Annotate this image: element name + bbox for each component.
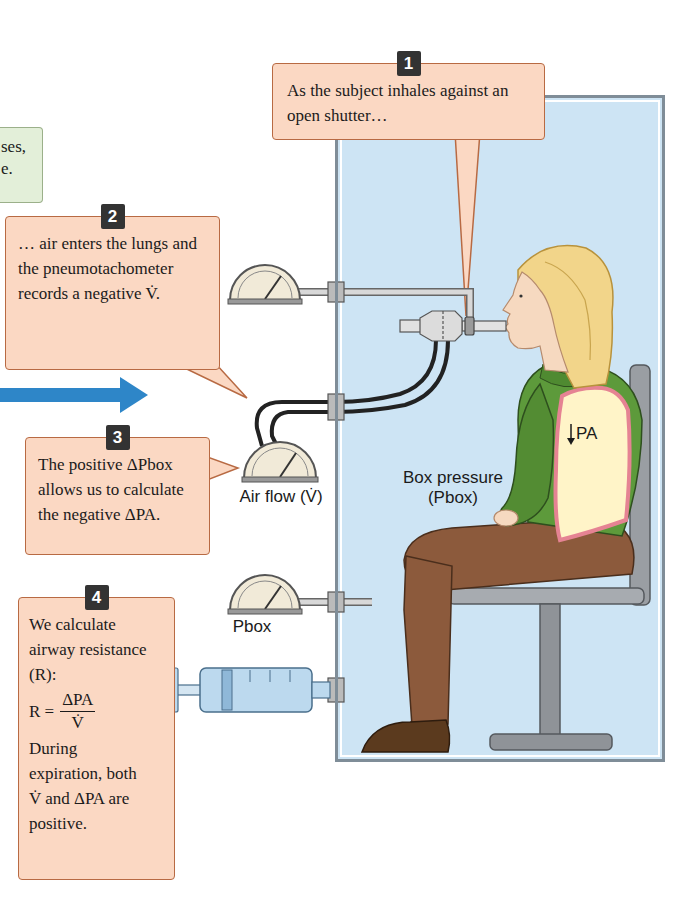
callout-number: 2 bbox=[101, 204, 125, 229]
note-box: ses, e. bbox=[0, 127, 43, 203]
arm bbox=[494, 384, 553, 526]
lung-label: PA bbox=[576, 424, 616, 444]
arm bbox=[499, 384, 553, 526]
callout-text: As the subject inhales against an open s… bbox=[287, 78, 530, 128]
pressure-gauge bbox=[228, 609, 302, 614]
callout-number: 1 bbox=[397, 51, 421, 76]
syringe bbox=[250, 670, 251, 682]
chair bbox=[540, 604, 560, 736]
formula-text: R = bbox=[29, 699, 54, 724]
syringe bbox=[200, 668, 312, 712]
gauge-label: Air flow (V̇) bbox=[238, 487, 324, 507]
flow-tubes bbox=[257, 340, 436, 446]
syringe bbox=[170, 668, 330, 712]
pneumotachometer bbox=[442, 311, 443, 341]
syringe bbox=[312, 682, 330, 698]
box-fill bbox=[335, 95, 665, 762]
flow-tubes bbox=[257, 340, 448, 446]
pneumotachometer bbox=[465, 317, 474, 335]
callout-text: We calculate airway resistance (R): bbox=[29, 612, 152, 687]
blue-arrow bbox=[0, 388, 122, 402]
pressure-gauge bbox=[242, 477, 318, 482]
callout-box: 4We calculate airway resistance (R):R =Δ… bbox=[18, 597, 175, 880]
pneumotachometer bbox=[400, 320, 422, 332]
syringe bbox=[270, 670, 271, 682]
lung bbox=[556, 388, 630, 540]
pressure-gauge bbox=[252, 448, 308, 476]
fraction: ΔPAV̇ bbox=[60, 689, 95, 734]
plethysmograph-box: Box pressure (Pbox) bbox=[335, 95, 665, 762]
pneumotachometer bbox=[420, 311, 462, 341]
box-fill bbox=[335, 95, 665, 762]
callout-number: 3 bbox=[106, 425, 130, 450]
lung bbox=[556, 388, 630, 540]
formula-denominator: V̇ bbox=[72, 712, 84, 734]
callout-box: 1As the subject inhales against an open … bbox=[272, 63, 545, 140]
formula-numerator: ΔPA bbox=[60, 689, 95, 712]
callout-text: During expiration, both V̇ and ΔPA are p… bbox=[29, 736, 152, 836]
box-label: Box pressure (Pbox) bbox=[388, 468, 518, 508]
box-fill bbox=[341, 101, 659, 756]
pressure-gauge bbox=[238, 271, 292, 298]
pressure-gauge bbox=[228, 265, 318, 614]
pressure-gauge bbox=[230, 265, 300, 300]
pressure-gauge bbox=[265, 276, 281, 299]
callout-text: … air enters the lungs and the pneumotac… bbox=[18, 231, 207, 306]
arm bbox=[494, 510, 518, 526]
chair bbox=[448, 588, 644, 604]
pressure-gauge bbox=[228, 299, 302, 304]
gauge-pipe bbox=[298, 292, 470, 602]
legs bbox=[362, 518, 634, 752]
head bbox=[503, 246, 613, 388]
syringe bbox=[222, 670, 232, 710]
lung bbox=[570, 424, 572, 440]
callout-text: The positive ΔPbox allows us to calculat… bbox=[38, 452, 187, 527]
pressure-gauge bbox=[230, 575, 300, 610]
blue-arrow bbox=[0, 377, 148, 413]
head bbox=[545, 262, 590, 360]
flow-tubes bbox=[272, 340, 448, 444]
syringe bbox=[290, 670, 291, 682]
callout-box: 3The positive ΔPbox allows us to calcula… bbox=[25, 437, 210, 555]
callout-number: 4 bbox=[85, 585, 109, 610]
chair bbox=[490, 734, 612, 750]
pressure-gauge bbox=[238, 581, 292, 608]
blue-arrow bbox=[120, 377, 148, 413]
callout-box: 2… air enters the lungs and the pneumota… bbox=[5, 216, 220, 370]
head bbox=[519, 294, 522, 297]
formula: R =ΔPAV̇ bbox=[29, 689, 152, 734]
gauge-label: Pbox bbox=[222, 617, 282, 637]
pressure-gauge bbox=[265, 586, 281, 609]
legs bbox=[404, 556, 452, 726]
head bbox=[503, 272, 568, 372]
legs bbox=[362, 720, 450, 752]
note-text: ses, e. bbox=[1, 136, 38, 180]
lung bbox=[567, 438, 575, 445]
pressure-gauge bbox=[244, 442, 316, 478]
pneumotachometer bbox=[400, 311, 506, 341]
pressure-gauge bbox=[280, 453, 296, 477]
